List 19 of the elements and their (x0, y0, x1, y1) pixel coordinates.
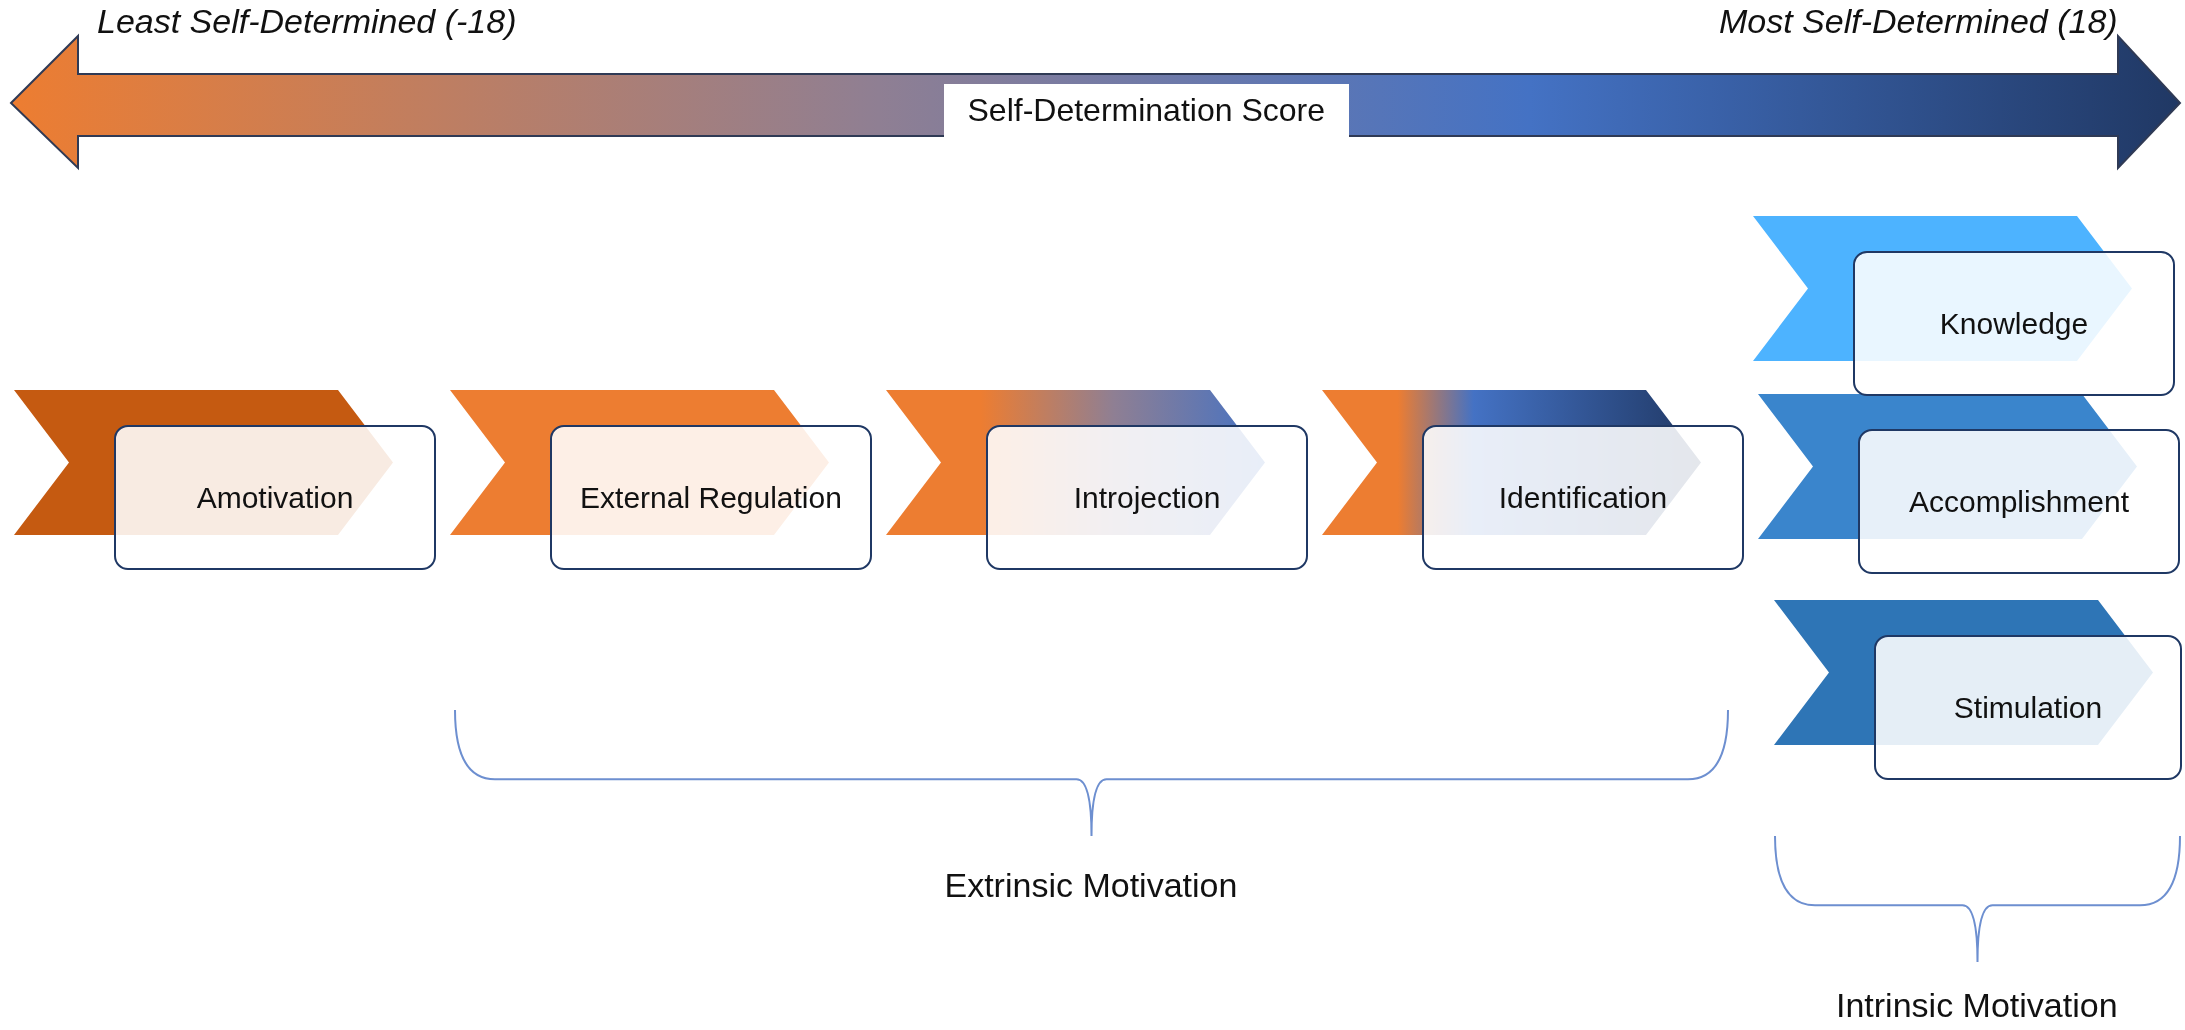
stage-box (1422, 425, 1744, 570)
scale-title: Self-Determination Score (943, 84, 1349, 137)
stage-label: Stimulation (1952, 689, 2104, 726)
stage-box (1874, 635, 2182, 780)
stage-label: Knowledge (1938, 305, 2090, 342)
stage-box (1858, 429, 2180, 574)
stage-label: Accomplishment (1907, 483, 2131, 520)
group-label: Extrinsic Motivation (944, 866, 1238, 905)
stage-label: External Regulation (579, 479, 843, 516)
stage-label: Identification (1497, 479, 1669, 516)
scale-end-label: Most Self-Determined (18) (1719, 2, 2118, 41)
stage-box (986, 425, 1308, 570)
scale-end-label: Least Self-Determined (-18) (97, 2, 517, 41)
stage-label: Amotivation (195, 479, 355, 516)
group-label: Intrinsic Motivation (1836, 986, 2118, 1025)
stage-box (1853, 251, 2175, 396)
stage-box (550, 425, 872, 570)
stage-box (114, 425, 436, 570)
stage-label: Introjection (1072, 479, 1222, 516)
